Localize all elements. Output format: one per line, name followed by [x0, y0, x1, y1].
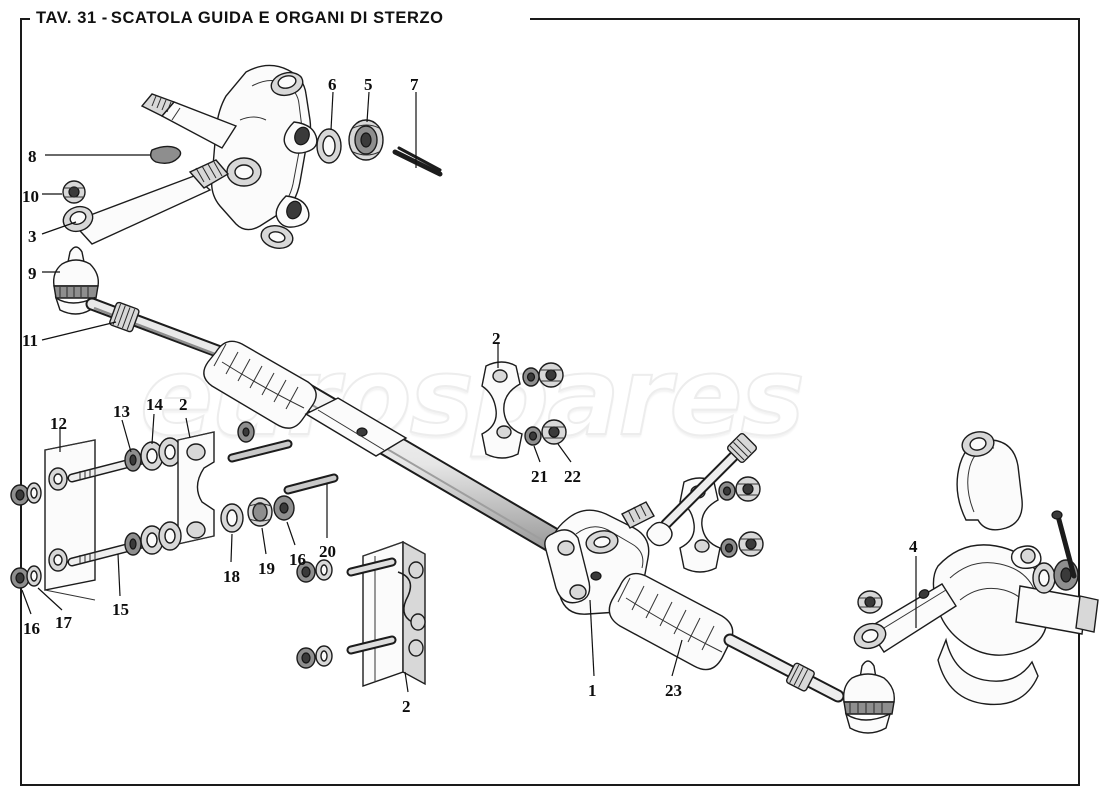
part-4-arm-nut	[857, 590, 883, 614]
callout-16-center: 16	[289, 550, 306, 569]
callout-21: 21	[531, 467, 548, 486]
lower-left-mount-cluster	[10, 413, 339, 669]
part-2-mounting-bracket-bottom	[346, 540, 426, 693]
left-rack-bellows	[203, 340, 317, 429]
callout-7: 7	[410, 75, 419, 94]
right-steering-knuckle-assembly	[853, 431, 1099, 706]
callout-3: 3	[28, 227, 37, 246]
callout-23: 23	[665, 681, 682, 700]
part-4-steering-knuckle-arm	[853, 556, 957, 653]
upper-left-steering-knuckle	[140, 64, 318, 249]
diagram-frame	[20, 18, 1080, 786]
part-16-17-fasteners-lower	[10, 565, 63, 615]
part-22-nuts	[538, 362, 572, 463]
callout-5: 5	[364, 75, 373, 94]
callout-10: 10	[22, 187, 39, 206]
callout-15: 15	[112, 600, 129, 619]
title-separator: -	[101, 9, 108, 27]
callout-6: 6	[328, 75, 337, 94]
part-3-steering-arm-lever	[41, 159, 230, 245]
part-7-cotter-pin	[392, 92, 443, 177]
center-bracket-cluster	[481, 344, 572, 463]
part-16-locknut-center	[273, 495, 296, 546]
title-text: SCATOLA GUIDA E ORGANI DI STERZO	[110, 9, 444, 27]
callout-11: 11	[22, 331, 39, 350]
part-2-mounting-bracket-center	[481, 344, 523, 459]
part-12-mounting-plate	[44, 428, 96, 601]
part-20-dowel-pin	[283, 473, 339, 538]
page-title: TAV. 31-SCATOLA GUIDA E ORGANI DI STERZO	[36, 9, 444, 28]
title-background-mask	[30, 8, 530, 30]
lower-stud-assembly	[67, 521, 182, 597]
callout-18: 18	[223, 567, 240, 586]
part-9-tie-rod-ball-joint	[42, 246, 100, 315]
callout-22: 22	[564, 467, 581, 486]
callout-9: 9	[28, 264, 37, 283]
callout-20: 20	[319, 542, 336, 561]
steering-rack-assembly	[203, 340, 845, 703]
part-6-flat-washer	[316, 91, 342, 164]
part-8-woodruff-key	[45, 145, 182, 165]
callout-13: 13	[113, 402, 130, 421]
misc-pins	[227, 421, 333, 669]
callout-2-bottom: 2	[402, 697, 411, 716]
callout-12: 12	[50, 414, 67, 433]
upper-stud-assembly	[67, 413, 182, 483]
callout-1: 1	[588, 681, 597, 700]
part-19-bushing	[247, 497, 273, 555]
part-21-studs	[522, 367, 542, 463]
callout-16-lower-left: 16	[23, 619, 40, 638]
part-23-rack-bellows-boot	[608, 572, 734, 677]
part-16-17-fasteners-upper	[10, 482, 42, 506]
callout-2-center: 2	[492, 329, 501, 348]
part-10-hex-nut	[42, 180, 86, 204]
part-11-tie-rod-tube	[41, 297, 243, 365]
part-5-castellated-nut	[348, 91, 384, 161]
part-2-mounting-bracket-left	[177, 417, 215, 545]
right-bracket-cluster	[646, 432, 764, 573]
right-tie-rod-ball-joint	[842, 660, 895, 734]
callout-17: 17	[55, 613, 72, 632]
callout-19: 19	[258, 559, 275, 578]
callout-8: 8	[28, 147, 37, 166]
callout-2-left: 2	[179, 395, 188, 414]
part-18-ring-spacer	[220, 503, 244, 563]
plate-number: TAV. 31	[36, 9, 97, 27]
callout-14: 14	[146, 395, 163, 414]
callout-4: 4	[909, 537, 918, 556]
